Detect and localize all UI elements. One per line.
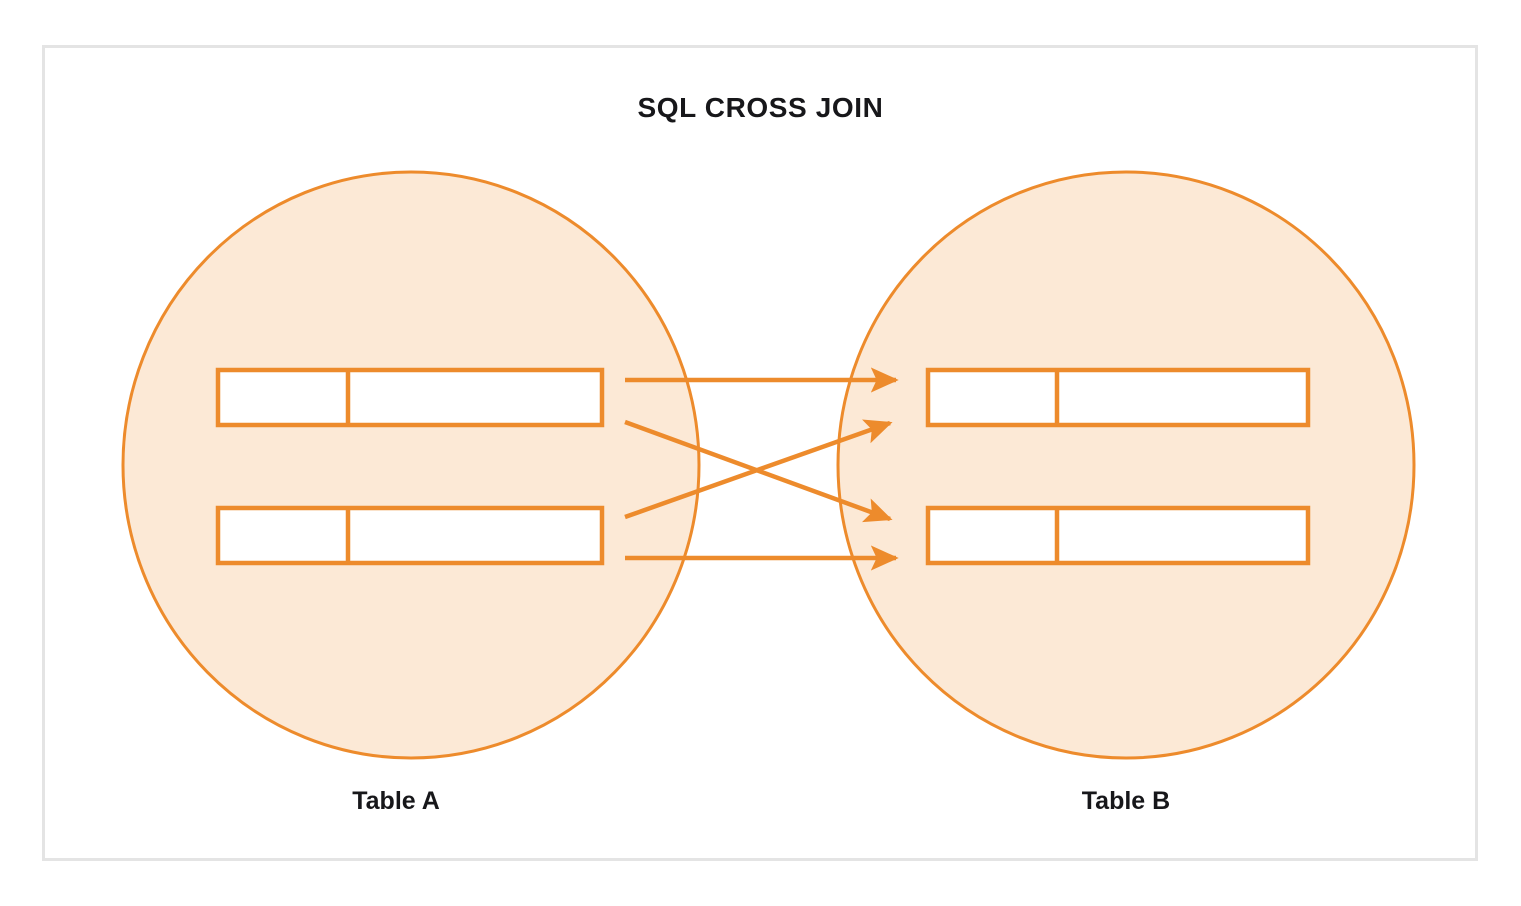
table-a-label: Table A	[352, 787, 440, 815]
table-b-row-1	[925, 367, 1311, 428]
circle-table-a	[121, 170, 701, 760]
diagram-title: SQL CROSS JOIN	[637, 92, 884, 123]
table-b-row-2	[925, 505, 1311, 566]
table-a-row-2	[215, 505, 605, 566]
arrow-a2-to-b1	[624, 419, 893, 520]
circle-table-b	[836, 170, 1416, 760]
table-a-row-1	[215, 367, 605, 428]
table-b-label: Table B	[1081, 787, 1171, 815]
